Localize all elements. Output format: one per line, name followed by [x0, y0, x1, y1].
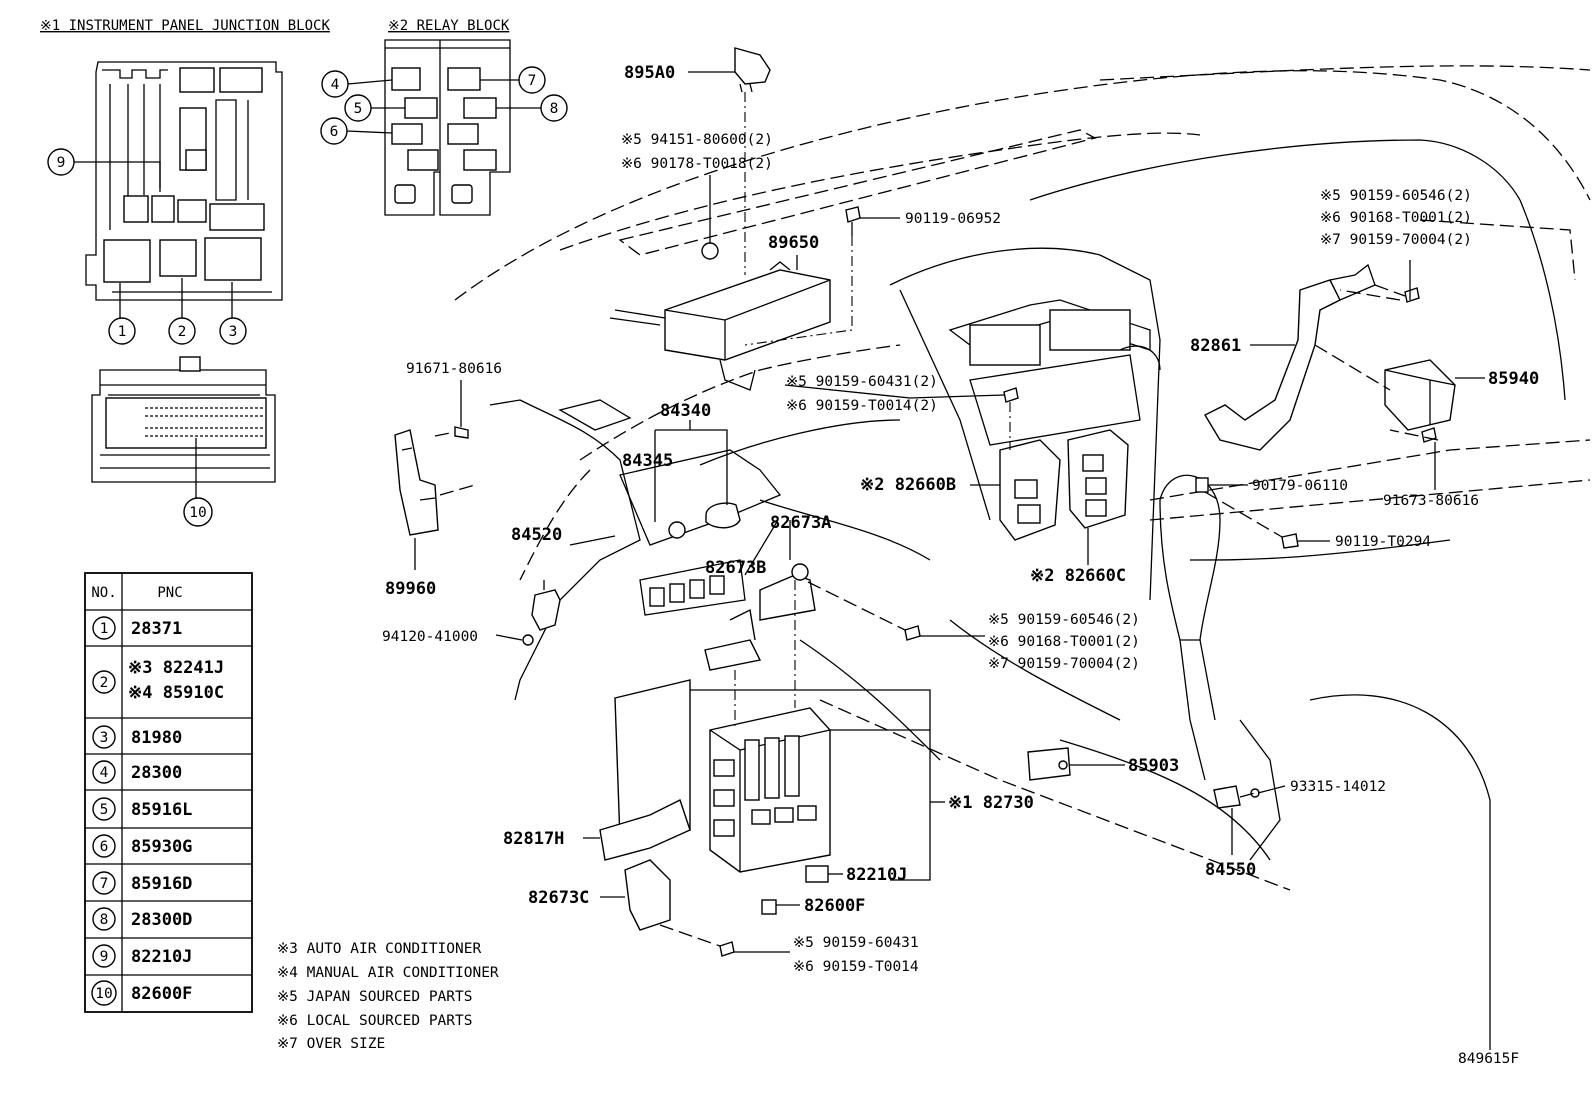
table-row-pnc: 28300: [131, 763, 182, 783]
table-row-pnc: 85916L: [131, 800, 192, 820]
note-3: ※3 AUTO AIR CONDITIONER: [277, 941, 481, 957]
callout-1: 1: [118, 324, 127, 340]
table-row-no: 6: [100, 839, 109, 855]
table-row-no: 8: [100, 912, 109, 928]
table-header-no: NO.: [91, 585, 116, 601]
table-header-pnc: PNC: [157, 585, 182, 601]
label-90168-t0001-right: ※6 90168-T0001(2): [1320, 210, 1472, 226]
table-row-pnc: 82600F: [131, 984, 192, 1004]
label-94120-41000: 94120-41000: [382, 629, 478, 645]
footnotes: ※3 AUTO AIR CONDITIONER ※4 MANUAL AIR CO…: [277, 941, 499, 1052]
note-5: ※5 JAPAN SOURCED PARTS: [277, 989, 472, 1005]
table-row-pnc: 85930G: [131, 837, 192, 857]
label-90119-t0294: 90119-T0294: [1335, 534, 1431, 550]
label-90168-t0001-mid: ※6 90168-T0001(2): [988, 634, 1140, 650]
part-labels: 895A0 ※5 94151-80600(2) ※6 90178-T0018(2…: [382, 63, 1539, 975]
label-84550: 84550: [1205, 860, 1256, 880]
label-895a0: 895A0: [624, 63, 675, 83]
parts-components: [394, 47, 1456, 957]
label-90159-t0014-bottom: ※6 90159-T0014: [793, 959, 919, 975]
note-6: ※6 LOCAL SOURCED PARTS: [277, 1013, 472, 1029]
label-84520: 84520: [511, 525, 562, 545]
label-90159-70004-mid: ※7 90159-70004(2): [988, 656, 1140, 672]
label-82730: ※1 82730: [948, 793, 1034, 813]
table-row-no: 2: [100, 675, 109, 691]
label-82673c: 82673C: [528, 888, 589, 908]
label-90119-06952: 90119-06952: [905, 211, 1001, 227]
callout-circles: 4 5 6 7 8 9 1 2 3 10: [47, 66, 568, 527]
table-row-no: 1: [100, 621, 109, 637]
label-90178-t0018: ※6 90178-T0018(2): [621, 156, 773, 172]
figure-id: 849615F: [1458, 1051, 1519, 1067]
header-relay-block: ※2 RELAY BLOCK: [388, 18, 510, 34]
callout-4: 4: [331, 77, 340, 93]
label-82210j: 82210J: [846, 865, 907, 885]
junction-block-drawing: [74, 61, 283, 498]
label-94151-80600: ※5 94151-80600(2): [621, 132, 773, 148]
table-row-pnc: 85916D: [131, 874, 192, 894]
pnc-table: NO. PNC 1 28371 2 ※3 82241J ※4 85910C 3 …: [84, 572, 253, 1013]
label-90159-60431-bottom: ※5 90159-60431: [793, 935, 919, 951]
label-90159-60546-mid: ※5 90159-60546(2): [988, 612, 1140, 628]
note-7: ※7 OVER SIZE: [277, 1036, 385, 1052]
label-82673b: 82673B: [705, 558, 766, 578]
label-90159-70004-right: ※7 90159-70004(2): [1320, 232, 1472, 248]
callout-7: 7: [528, 73, 537, 89]
table-row-pnc: 28371: [131, 619, 182, 639]
label-85940: 85940: [1488, 369, 1539, 389]
callout-3: 3: [229, 324, 238, 340]
label-89650: 89650: [768, 233, 819, 253]
label-82673a: 82673A: [770, 513, 831, 533]
label-90159-60431-2: ※5 90159-60431(2): [786, 374, 938, 390]
header-junction-block: ※1 INSTRUMENT PANEL JUNCTION BLOCK: [40, 18, 330, 34]
label-82660b: ※2 82660B: [860, 475, 956, 495]
table-row-pnc: 82210J: [131, 947, 192, 967]
table-row-pnc: 81980: [131, 728, 182, 748]
relay-block-drawing: [346, 39, 541, 216]
label-90179-06110: 90179-06110: [1252, 478, 1348, 494]
callout-9: 9: [57, 155, 66, 171]
label-84340: 84340: [660, 401, 711, 421]
table-row-no: 4: [100, 765, 109, 781]
label-82817h: 82817H: [503, 829, 564, 849]
table-row-no: 9: [100, 949, 109, 965]
label-82660c: ※2 82660C: [1030, 566, 1126, 586]
callout-10: 10: [189, 505, 206, 521]
table-row-no: 3: [100, 730, 109, 746]
label-91671-80616: 91671-80616: [406, 361, 502, 377]
table-row-pnc: ※4 85910C: [128, 683, 224, 703]
label-93315-14012: 93315-14012: [1290, 779, 1386, 795]
label-82600f: 82600F: [804, 896, 865, 916]
table-row-no: 10: [95, 986, 112, 1002]
label-89960: 89960: [385, 579, 436, 599]
callout-5: 5: [354, 101, 363, 117]
label-84345: 84345: [622, 451, 673, 471]
label-91673-80616: 91673-80616: [1383, 493, 1479, 509]
note-4: ※4 MANUAL AIR CONDITIONER: [277, 965, 499, 981]
table-row-pnc: ※3 82241J: [128, 658, 224, 678]
table-row-pnc: 28300D: [131, 910, 192, 930]
label-85903: 85903: [1128, 756, 1179, 776]
label-82861: 82861: [1190, 336, 1241, 356]
table-row-no: 5: [100, 802, 109, 818]
table-row-no: 7: [100, 876, 109, 892]
label-90159-60546-right: ※5 90159-60546(2): [1320, 188, 1472, 204]
callout-6: 6: [330, 124, 339, 140]
instrument-panel-outline: [454, 65, 1591, 1050]
callout-2: 2: [178, 324, 187, 340]
leader-lines: [414, 71, 1485, 953]
callout-8: 8: [550, 101, 559, 117]
label-90159-t0014-2: ※6 90159-T0014(2): [786, 398, 938, 414]
